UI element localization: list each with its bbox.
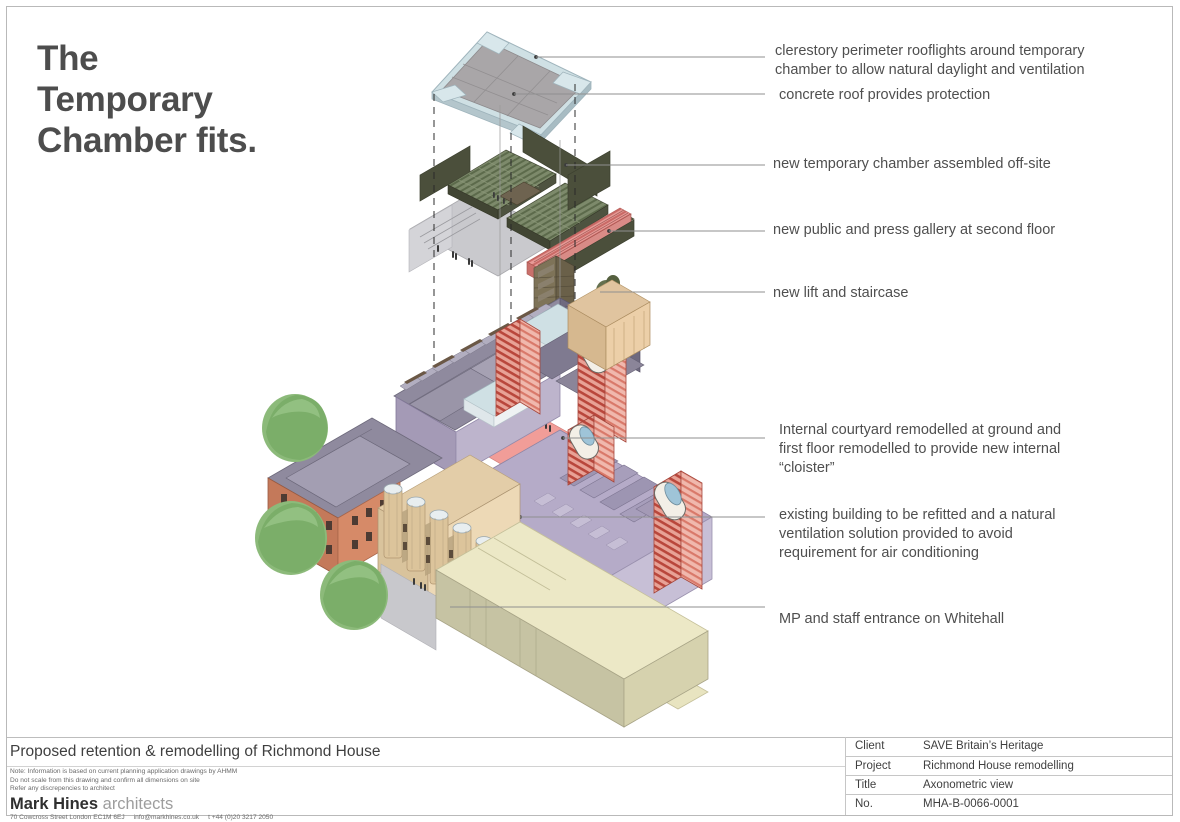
meta-key: No. — [855, 798, 873, 810]
meta-row-title: Title Axonometric view — [845, 775, 1172, 794]
tree — [255, 501, 327, 575]
meta-value: SAVE Britain’s Heritage — [923, 740, 1044, 752]
annotation-concrete-roof: concrete roof provides protection — [779, 87, 991, 103]
annotation-mp-staff-entrance: MP and staff entrance on Whitehall — [779, 611, 1005, 627]
meta-value: Axonometric view — [923, 779, 1014, 791]
page-title-line-3: Chamber fits. — [37, 121, 257, 160]
note-line: Note: Information is based on current pl… — [10, 768, 238, 775]
explosion-guide-lines — [433, 84, 576, 455]
page-title: The Temporary Chamber fits. — [37, 38, 367, 161]
annotation-existing-building: existing building to be refitted and a n… — [779, 507, 1056, 561]
temporary-chamber-assembly — [408, 125, 611, 277]
circulation-core-north — [495, 318, 541, 417]
practice-email: info@markhines.co.uk — [133, 814, 200, 821]
whitehall-frontage-block — [435, 521, 709, 728]
practice-phone: t +44 (0)20 3217 2050 — [208, 814, 274, 821]
meta-value: MHA-B-0066-0001 — [923, 798, 1019, 810]
page-title-line-1: The — [37, 39, 99, 78]
trees — [255, 394, 388, 630]
note-line: Refer any discrepencies to architect — [10, 785, 115, 793]
title-block-top-rule — [7, 737, 1172, 738]
practice-name: Mark Hines — [10, 795, 99, 813]
note-line: Do not scale from this drawing and confi… — [10, 776, 200, 784]
title-block-divider — [7, 766, 845, 767]
meta-row-client: Client SAVE Britain’s Heritage — [845, 737, 1172, 756]
meta-row-number: No. MHA-B-0066-0001 — [845, 794, 1172, 813]
title-block-vertical-rule — [845, 737, 846, 815]
practice-logo: Mark Hines architects — [10, 796, 173, 813]
concrete-roof-assembly — [431, 31, 592, 144]
annotation-clerestory-rooflights: clerestory perimeter rooflights around t… — [775, 43, 1085, 78]
axonometric-drawing — [255, 31, 765, 728]
title-block-project-title: Proposed retention & remodelling of Rich… — [10, 743, 381, 760]
meta-value: Richmond House remodelling — [923, 760, 1074, 772]
circulation-core-east-lower — [653, 470, 703, 594]
annotation-internal-courtyard: Internal courtyard remodelled at ground … — [779, 422, 1062, 476]
practice-descriptor: architects — [102, 795, 174, 813]
annotation-lift-staircase: new lift and staircase — [773, 285, 909, 301]
annotation-public-press-gallery: new public and press gallery at second f… — [773, 222, 1056, 238]
title-block-meta-table: Client SAVE Britain’s Heritage Project R… — [845, 737, 1172, 815]
practice-contact-details: 70 Cowcross Street London EC1M 6EJ info@m… — [10, 814, 273, 821]
page-title-line-2: Temporary — [37, 80, 213, 119]
circulation-core-mid — [567, 414, 615, 486]
existing-building-massing — [393, 275, 713, 641]
leader-lines — [450, 56, 765, 608]
meta-key: Title — [855, 779, 877, 791]
tree — [320, 560, 388, 630]
meta-key: Project — [855, 760, 891, 772]
lift-and-staircase-core — [533, 255, 575, 313]
meta-row-project: Project Richmond House remodelling — [845, 756, 1172, 775]
tree — [262, 394, 328, 462]
title-block: Proposed retention & remodelling of Rich… — [7, 737, 1172, 821]
annotation-temporary-chamber: new temporary chamber assembled off-site — [773, 156, 1051, 172]
practice-address: 70 Cowcross Street London EC1M 6EJ — [10, 814, 125, 821]
title-block-notes: Note: Information is based on current pl… — [10, 768, 237, 794]
meta-key: Client — [855, 740, 885, 752]
